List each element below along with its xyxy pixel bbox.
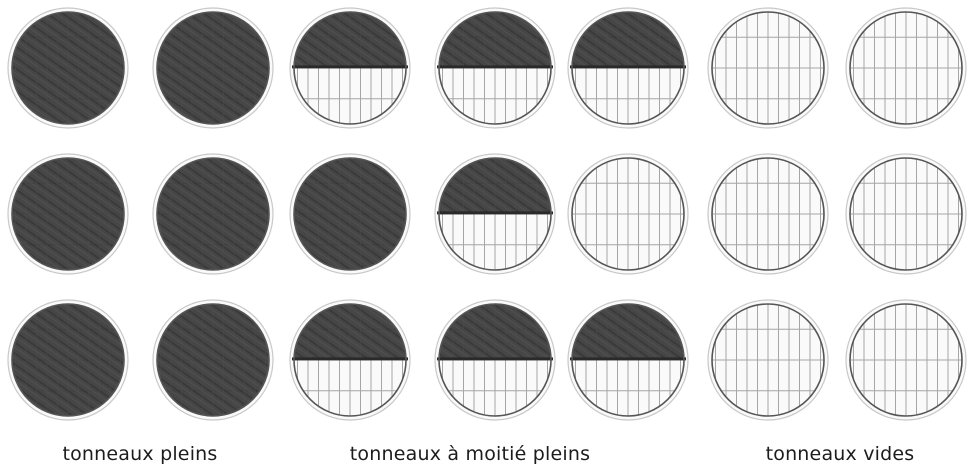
barrel-half	[435, 8, 555, 128]
barrel-full	[8, 300, 128, 420]
barrel-half	[290, 8, 410, 128]
barrel-half	[568, 300, 688, 420]
barrel-half	[435, 300, 555, 420]
barrel-empty	[708, 154, 828, 274]
barrel-empty	[568, 154, 688, 274]
barrel-empty	[708, 8, 828, 128]
barrel-full	[153, 300, 273, 420]
barrel-half	[435, 154, 555, 274]
barrel-empty	[846, 300, 966, 420]
barrel-full	[153, 154, 273, 274]
barrel-full	[8, 154, 128, 274]
barrel-empty	[846, 8, 966, 128]
barrel-half	[290, 300, 410, 420]
barrel-empty	[708, 300, 828, 420]
barrel-full	[290, 154, 410, 274]
barrel-full	[153, 8, 273, 128]
label-half-barrels: tonneaux à moitié pleins	[300, 440, 640, 468]
barrel-full	[8, 8, 128, 128]
barrel-half	[568, 8, 688, 128]
label-empty-barrels: tonneaux vides	[740, 440, 940, 468]
barrel-empty	[846, 154, 966, 274]
label-full-barrels: tonneaux pleins	[20, 440, 260, 468]
